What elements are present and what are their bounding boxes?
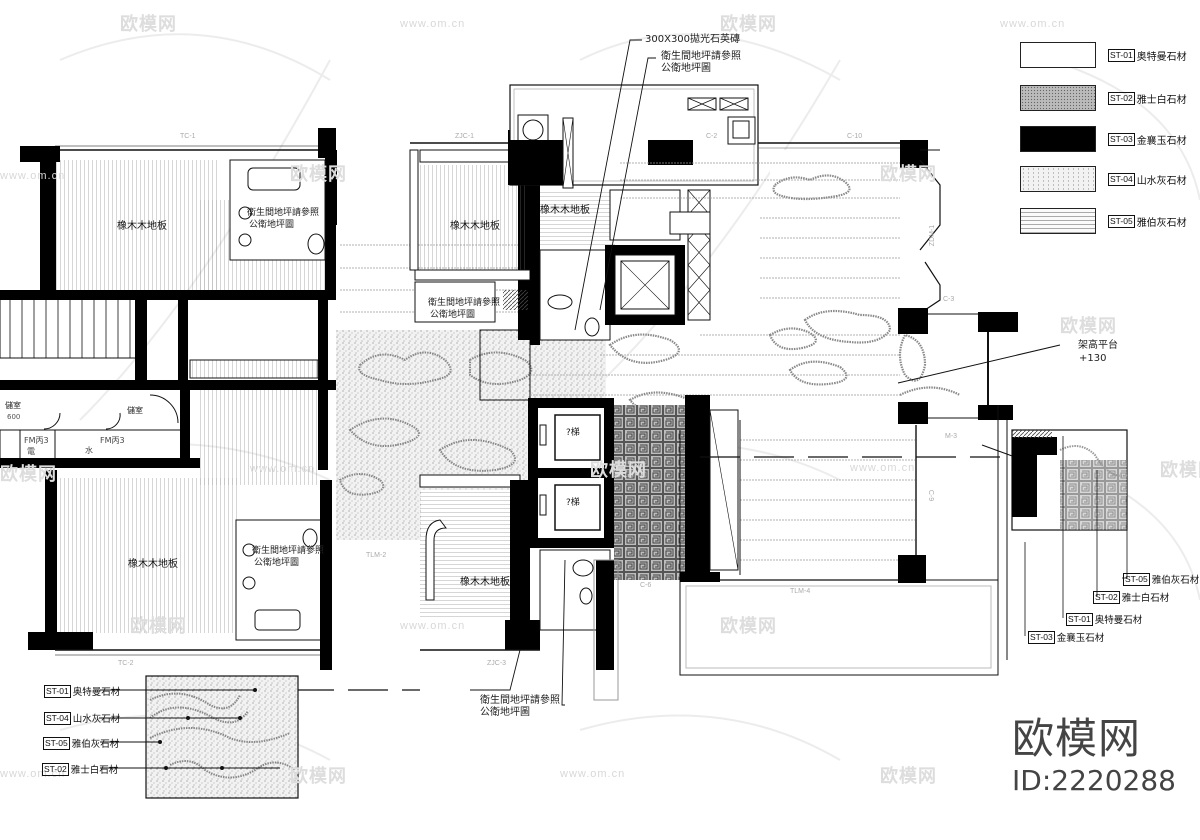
swatch-solid-icon: [1020, 126, 1096, 152]
tag-tc-2: TC-2: [118, 660, 134, 667]
watermark-brand: 欧模网: [0, 464, 57, 485]
storage-label-1: 儲室: [5, 401, 21, 410]
storage-label-2: 儲室: [127, 406, 143, 415]
tag-zjc-1: ZJC-1: [455, 133, 475, 140]
watermark-brand: 欧模网: [120, 14, 177, 35]
dim-label: 600: [7, 413, 21, 421]
callout-bath-bottom: 衛生間地坪請參照 公衛地坪圖: [480, 695, 560, 718]
watermark-url: www.om.cn: [0, 768, 66, 780]
callout-tile: 300X300拋光石英磚: [645, 34, 741, 45]
legend-row-st-05: ST-05 雅伯灰石材: [1020, 208, 1187, 234]
watermark-brand: 欧模网: [720, 14, 777, 35]
legend-row-st-01: ST-01 奥特曼石材: [1020, 42, 1187, 68]
raised-platform-label: 架高平台: [1078, 340, 1118, 351]
tag-tlm-2: TLM-2: [366, 552, 387, 559]
tag-c-6: C-6: [640, 582, 652, 589]
watermark-url: www.om.cn: [0, 170, 66, 182]
swatch-dots-icon: [1020, 85, 1096, 111]
legend-row-st-04: ST-04 山水灰石材: [1020, 166, 1187, 192]
watermark-url: www.om.cn: [560, 768, 626, 780]
tag-c-10: C-10: [847, 133, 863, 140]
legend-row-st-02: ST-02 雅士白石材: [1020, 85, 1187, 111]
water-label: 水: [85, 446, 93, 455]
watermark-url: www.om.cn: [850, 462, 916, 474]
watermark-url: www.om.cn: [250, 463, 316, 475]
tag-zjc-3: ZJC-3: [487, 660, 507, 667]
elevator-label-2: ?梯: [566, 498, 580, 508]
tag-c-2: C-2: [706, 133, 718, 140]
watermark-brand: 欧模网: [880, 164, 937, 185]
watermark-url: www.om.cn: [400, 620, 466, 632]
watermark-brand: 欧模网: [290, 164, 347, 185]
elec-label: 電: [27, 447, 35, 456]
watermark-url: www.om.cn: [400, 18, 466, 30]
watermark-brand: 欧模网: [1060, 316, 1117, 337]
watermark-url: www.om.cn: [1000, 18, 1066, 30]
bath-note-2: 衛生間地坪請參照 公衛地坪圖: [428, 298, 501, 320]
fm-door-label-2: FM丙3: [100, 436, 125, 445]
watermark-brand: 欧模网: [720, 616, 777, 637]
room-label-bedroom-4: 橡木木地板: [128, 559, 178, 570]
room-label-bedroom-2: 橡木木地板: [450, 221, 500, 232]
watermark-brand: 欧模网: [590, 460, 647, 481]
callout-bath-top: 衛生間地坪請參照 公衛地坪圖: [661, 51, 741, 74]
tag-tlm-4: TLM-4: [790, 588, 811, 595]
swatch-speckle-icon: [1020, 166, 1096, 192]
tag-c-9: C-9: [927, 489, 935, 502]
room-label-bedroom-1: 橡木木地板: [117, 221, 167, 232]
tag-c-3: C-3: [943, 296, 955, 303]
bath-note-1: 衛生間地坪請參照 公衛地坪圖: [247, 208, 320, 230]
model-id: ID:2220288: [1012, 764, 1176, 797]
room-label-bedroom-5: 橡木木地板: [460, 577, 510, 588]
watermark-brand: 欧模网: [290, 766, 347, 787]
fm-door-label-1: FM丙3: [24, 436, 49, 445]
room-label-bedroom-3: 橡木木地板: [540, 205, 590, 216]
legend-row-st-03: ST-03 金襄玉石材: [1020, 126, 1187, 152]
swatch-blank-icon: [1020, 42, 1096, 68]
tag-m-3: M-3: [945, 433, 958, 440]
bath-note-3: 衛生間地坪請參照 公衛地坪圖: [252, 546, 325, 568]
raised-platform-height: +130: [1079, 353, 1107, 364]
swatch-wave-icon: [1020, 208, 1096, 234]
watermark-brand: 欧模网: [880, 766, 937, 787]
tag-zdm-1: ZDM-1: [929, 224, 937, 247]
watermark-brand: 欧模网: [130, 616, 187, 637]
elevator-label-1: ?梯: [566, 428, 580, 438]
watermark-brand: 欧模网: [1160, 460, 1200, 481]
brand-logo-text: 欧模网: [1012, 714, 1142, 763]
tag-tc-1: TC-1: [180, 133, 196, 140]
